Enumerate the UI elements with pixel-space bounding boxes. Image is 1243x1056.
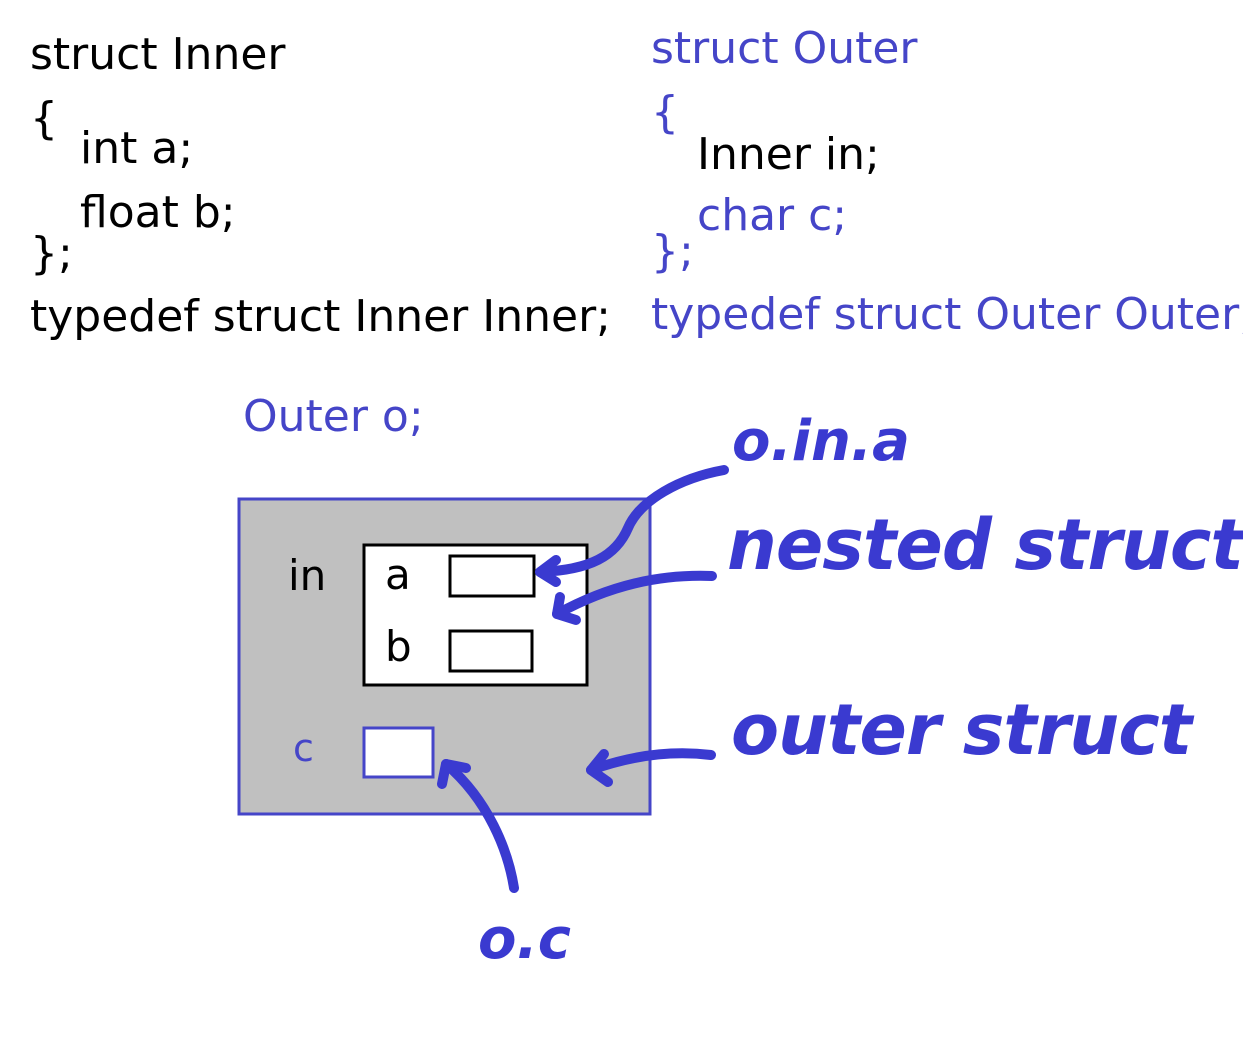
field-a-box	[448, 554, 536, 598]
inner-code-line-2: {	[30, 93, 58, 144]
field-c-box	[362, 726, 435, 779]
field-b-box	[448, 629, 534, 673]
outer-code-line-5: };	[651, 226, 694, 277]
inner-code-line-1: struct Inner	[30, 29, 286, 80]
outer-code-line-3: Inner in;	[697, 129, 880, 180]
annotation-o-c: o.c	[478, 907, 571, 972]
inner-code-line-6: typedef struct Inner Inner;	[30, 291, 611, 342]
declaration-text: Outer o;	[243, 391, 424, 442]
field-b-label: b	[385, 622, 412, 671]
o-c-arrow	[441, 759, 519, 893]
inner-code-line-4: float b;	[80, 187, 236, 238]
outer-code-line-6: typedef struct Outer Outer;	[651, 289, 1243, 340]
o-c-arrowhead	[437, 759, 471, 789]
o-in-a-arrowhead	[535, 555, 561, 587]
outer-struct-arrowhead	[586, 749, 613, 787]
nested-struct-arrowhead	[552, 592, 581, 625]
outer-code-line-1: struct Outer	[651, 23, 918, 74]
nested-struct-arrow	[552, 570, 717, 619]
annotation-o-in-a: o.in.a	[732, 409, 910, 474]
inner-code-line-5: };	[30, 228, 73, 279]
outer-code-line-4: char c;	[697, 190, 848, 241]
o-in-a-arrow	[535, 465, 729, 577]
field-c-label: c	[293, 726, 314, 770]
inner-member-label: in	[288, 551, 327, 600]
annotation-nested-struct: nested struct	[727, 504, 1243, 586]
outer-code-line-2: {	[651, 87, 679, 138]
annotation-outer-struct: outer struct	[731, 689, 1192, 771]
inner-code-line-3: int a;	[80, 123, 194, 174]
outer-struct-arrow	[586, 748, 716, 775]
field-a-label: a	[385, 550, 411, 599]
